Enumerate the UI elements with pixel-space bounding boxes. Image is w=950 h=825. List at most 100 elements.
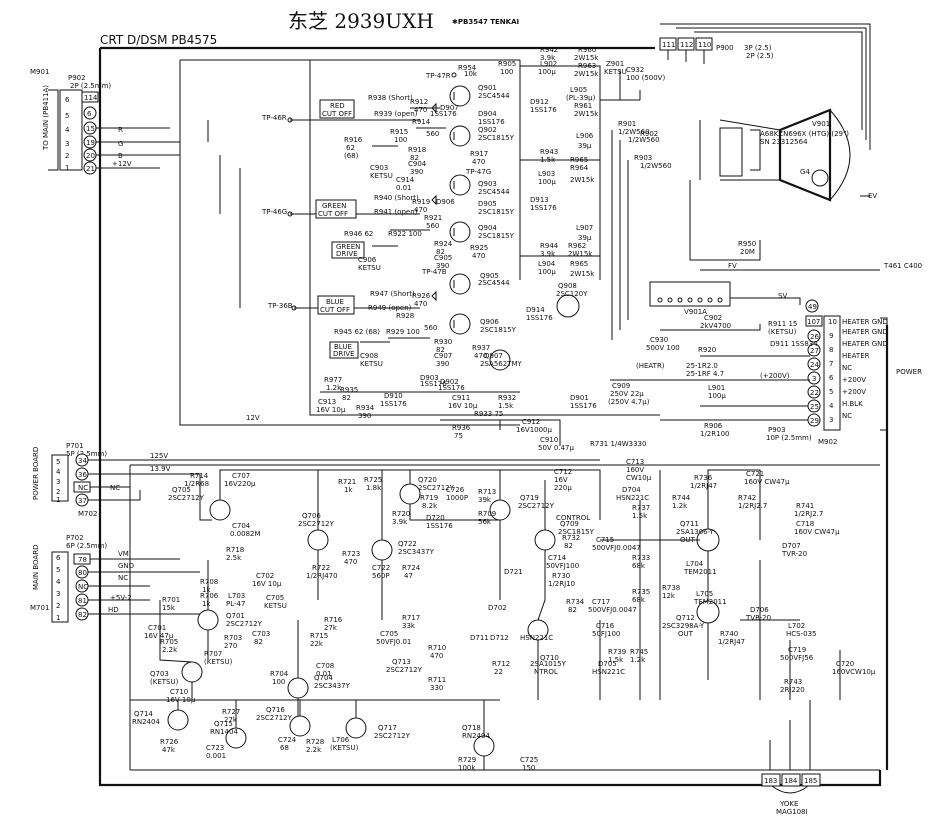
svg-text:250V 22µ: 250V 22µ: [610, 390, 644, 398]
svg-text:2W15k: 2W15k: [574, 54, 599, 62]
svg-text:C716: C716: [596, 622, 615, 630]
svg-text:100µ: 100µ: [708, 392, 726, 400]
svg-text:C907: C907: [434, 352, 452, 360]
svg-text:Q901: Q901: [478, 84, 497, 92]
svg-text:Q908: Q908: [558, 282, 577, 290]
svg-text:C720: C720: [836, 660, 854, 668]
svg-text:Q714: Q714: [134, 710, 153, 718]
svg-text:Q907: Q907: [484, 352, 503, 360]
svg-text:2SC3298A-Y: 2SC3298A-Y: [662, 622, 705, 630]
svg-text:8.2k: 8.2k: [422, 502, 438, 510]
svg-text:NTROL: NTROL: [534, 668, 558, 676]
video-section-outline: [179, 59, 660, 426]
svg-text:25-1R2.0: 25-1R2.0: [686, 362, 718, 370]
svg-text:R915: R915: [390, 128, 408, 136]
svg-text:D720: D720: [426, 514, 445, 522]
svg-text:D906: D906: [436, 198, 455, 206]
svg-text:R739: R739: [608, 648, 626, 656]
svg-text:82: 82: [410, 154, 419, 162]
svg-text:82: 82: [78, 611, 87, 619]
svg-text:TP-47G: TP-47G: [465, 168, 491, 176]
svg-text:560: 560: [424, 324, 437, 332]
svg-text:DRIVE: DRIVE: [336, 250, 358, 258]
svg-text:L902: L902: [540, 60, 557, 68]
svg-text:C705: C705: [266, 594, 284, 602]
svg-text:330: 330: [430, 684, 443, 692]
svg-text:R925: R925: [470, 244, 488, 252]
svg-text:Q720: Q720: [418, 476, 437, 484]
svg-text:TP-47R: TP-47R: [425, 72, 451, 80]
svg-text:2SC1815Y: 2SC1815Y: [478, 232, 515, 240]
svg-text:HEATER GND: HEATER GND: [842, 340, 888, 348]
svg-text:D912: D912: [530, 98, 549, 106]
svg-text:D904: D904: [478, 110, 497, 118]
svg-text:D702: D702: [488, 604, 507, 612]
svg-text:1SS176: 1SS176: [526, 314, 553, 322]
svg-text:Q716: Q716: [266, 706, 285, 714]
svg-text:1/2RJ470: 1/2RJ470: [306, 572, 338, 580]
svg-text:C701: C701: [148, 624, 166, 632]
svg-text:1k: 1k: [202, 600, 211, 608]
svg-text:470: 470: [414, 106, 427, 114]
svg-text:R701: R701: [162, 596, 180, 604]
svg-text:390: 390: [358, 412, 371, 420]
svg-text:D711: D711: [470, 634, 489, 642]
svg-text:D705: D705: [598, 660, 617, 668]
svg-text:Q905: Q905: [480, 272, 499, 280]
svg-text:R934: R934: [356, 404, 375, 412]
svg-text:SV: SV: [778, 292, 787, 300]
svg-text:R950: R950: [738, 240, 756, 248]
svg-text:27: 27: [810, 347, 819, 355]
svg-text:CUT OFF: CUT OFF: [322, 110, 352, 118]
svg-text:2SC4544: 2SC4544: [478, 92, 510, 100]
deflection-section-outline: [129, 464, 880, 771]
svg-text:R935: R935: [340, 386, 358, 394]
svg-text:2SC2712Y: 2SC2712Y: [226, 620, 263, 628]
svg-text:50FJ100: 50FJ100: [592, 630, 620, 638]
svg-text:36: 36: [78, 471, 87, 479]
svg-text:KETSU: KETSU: [604, 68, 627, 76]
svg-text:78: 78: [78, 556, 87, 564]
svg-text:P902: P902: [68, 74, 86, 82]
svg-text:Q902: Q902: [478, 126, 497, 134]
svg-text:3: 3: [829, 416, 833, 424]
svg-text:C721: C721: [746, 470, 764, 478]
svg-text:R717: R717: [402, 614, 420, 622]
svg-text:C932: C932: [626, 66, 644, 74]
svg-text:HEATER GND: HEATER GND: [842, 318, 888, 326]
svg-text:R942: R942: [540, 46, 558, 54]
svg-text:(KETSU): (KETSU): [768, 328, 797, 336]
svg-text:TO MAIN (PB411A): TO MAIN (PB411A): [42, 85, 50, 151]
svg-text:2SC2712Y: 2SC2712Y: [256, 714, 293, 722]
svg-text:2SC3437Y: 2SC3437Y: [314, 682, 351, 690]
svg-text:R737: R737: [632, 504, 650, 512]
svg-text:R733: R733: [632, 554, 650, 562]
svg-text:G: G: [118, 140, 123, 148]
svg-text:EV: EV: [868, 192, 877, 200]
svg-text:R719: R719: [420, 494, 438, 502]
svg-text:D707: D707: [782, 542, 801, 550]
svg-text:R725: R725: [364, 476, 382, 484]
svg-text:Q711: Q711: [680, 520, 699, 528]
svg-text:P701: P701: [66, 442, 84, 450]
svg-text:L706: L706: [332, 736, 350, 744]
svg-text:R929 100: R929 100: [386, 328, 420, 336]
svg-text:185: 185: [804, 777, 817, 785]
svg-text:R961: R961: [574, 102, 592, 110]
svg-text:16V220µ: 16V220µ: [224, 480, 256, 488]
svg-text:5P (2.5mm): 5P (2.5mm): [66, 450, 107, 458]
svg-text:500VFJ0.0047: 500VFJ0.0047: [588, 606, 637, 614]
svg-text:NC: NC: [110, 484, 120, 492]
crt-neck-connector: 111 112 110 P900 3P (2.5) 2P (2.5): [659, 23, 871, 150]
svg-text:C910: C910: [540, 436, 558, 444]
svg-text:1: 1: [65, 164, 69, 172]
svg-text:3.9k: 3.9k: [392, 518, 408, 526]
svg-text:470: 470: [474, 352, 487, 360]
svg-text:21: 21: [86, 165, 95, 173]
svg-text:9: 9: [829, 332, 833, 340]
svg-text:C718: C718: [796, 520, 814, 528]
svg-text:KETSU: KETSU: [358, 264, 381, 272]
connector-m901: M901 P902 2P (2.5mm) TO MAIN (PB411A) 65…: [30, 68, 180, 175]
svg-text:CUT OFF: CUT OFF: [318, 210, 348, 218]
